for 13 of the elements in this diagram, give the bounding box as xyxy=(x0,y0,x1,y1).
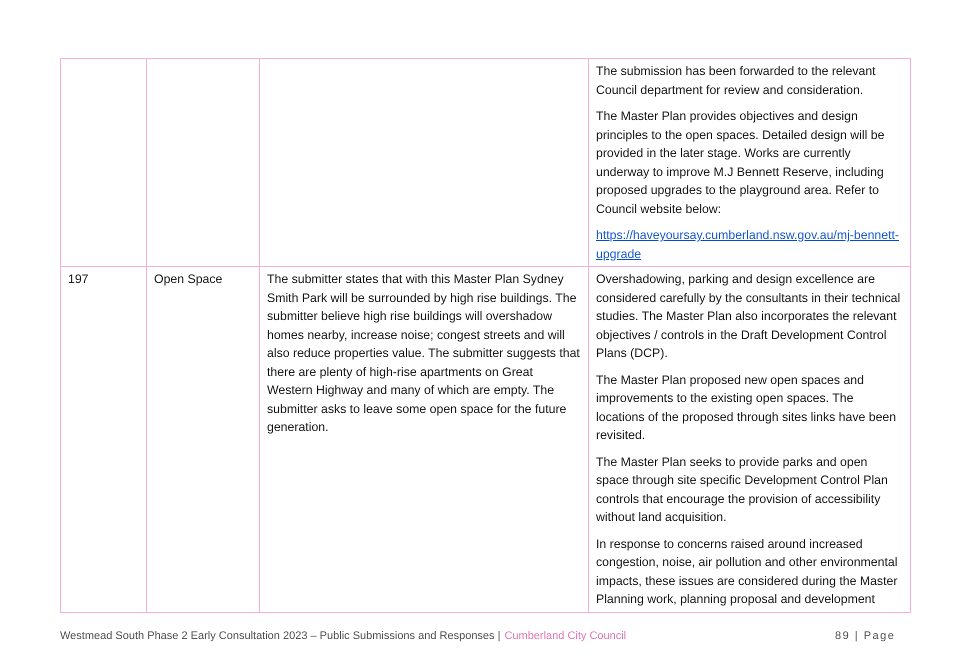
cell-text: In response to concerns raised around increased congestion, noise, air pollution and other environmental impacts, these issues are considered during the Master Planning work, planning proposal and development xyxy=(596,536,898,608)
page-number: 89 | Page xyxy=(835,630,896,642)
cell-text: 197 xyxy=(68,271,90,288)
cell-text: The submitter states that with this Master Plan Sydney Smith Park will be surrounded by high rise buildings. The submitter believe high rise buildings will overshadow homes nearby, increase noise; congest streets and will also reduce properties value. The submitter suggests that there are plenty of high-rise apartments on Great Western Highway and many of which are empty. The submitter asks to leave some open space for the future generation. xyxy=(267,271,581,436)
cell-text: The Master Plan seeks to provide parks and open space through site specific Development Control Plan controls that encourage the provision of accessibility without land acquisition. xyxy=(596,454,889,526)
cell-text: The Master Plan provides objectives and design principles to the open spaces. Detailed design will be provided in the later stage. Works are currently underway to improve M.J Bennett Reserve, including proposed upgrades to the playground area. Refer to Council website below: xyxy=(596,108,886,218)
cell-text: The submission has been forwarded to the relevant Council department for review and consideration. xyxy=(596,63,877,98)
cell-text: Overshadowing, parking and design excellence are considered carefully by the consultants in their technical studies. The Master Plan also incorporates the relevant objectives / controls in the Draft Development Control Plans (DCP). xyxy=(596,271,902,362)
cell-text: Open Space xyxy=(154,271,224,288)
cell-text: The Master Plan proposed new open spaces and improvements to the existing open spaces. The locations of the proposed through sites links have been revisited. xyxy=(596,372,898,444)
footer-organisation: Cumberland City Council xyxy=(504,630,626,642)
web-link: https://haveyoursay.cumberland.nsw.gov.au/mj-bennett-upgrade xyxy=(596,228,900,260)
footer-text: Westmead South Phase 2 Early Consultation 2023 – Public Submissions and Responses | xyxy=(60,630,500,642)
